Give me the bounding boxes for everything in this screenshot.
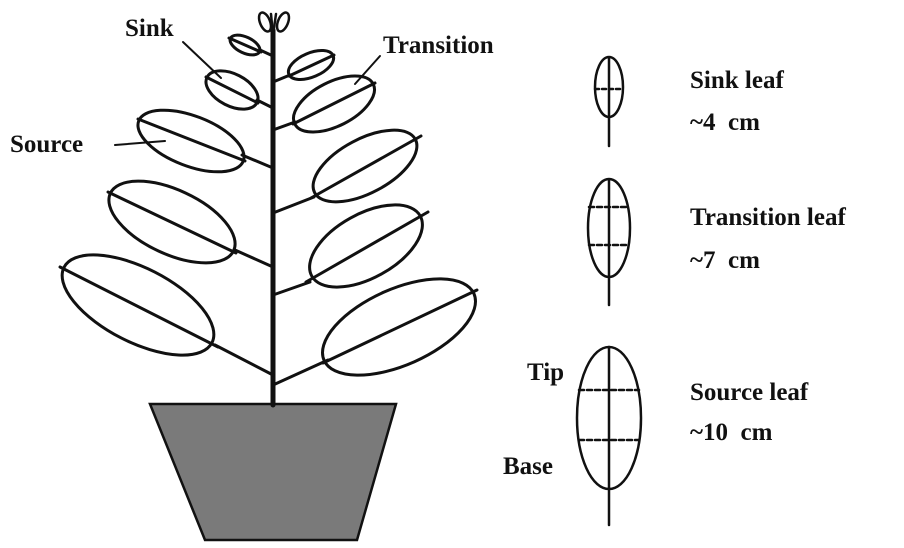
- transition-leaf-name: Transition leaf: [690, 204, 846, 231]
- sink-leaf-icon: [595, 57, 623, 146]
- apical-bud: [257, 11, 292, 35]
- source-leaf-icon: [577, 347, 641, 525]
- transition-leaf-icon: [588, 179, 630, 305]
- flower-pot: [150, 404, 396, 540]
- left-leaf-upper-middle: [130, 98, 273, 185]
- left-leaf-top: [227, 31, 273, 59]
- left-leaf-bottom: [47, 234, 273, 375]
- right-leaf-sink: [273, 45, 338, 86]
- right-leaf-upper-middle: [273, 115, 428, 216]
- right-leaf-lower-middle: [273, 188, 436, 304]
- right-leaf-bottom: [273, 259, 489, 395]
- sink-leaf-size: ~4 cm: [690, 109, 760, 136]
- left-leaf-lower-middle: [97, 164, 273, 279]
- sink-leader-line: [183, 42, 221, 78]
- transition-leaf-size: ~7 cm: [690, 247, 760, 274]
- source-label: Source: [10, 131, 83, 158]
- base-label: Base: [503, 453, 553, 480]
- source-leaf-size: ~10 cm: [690, 419, 773, 446]
- transition-label: Transition: [383, 32, 494, 59]
- source-leader-line: [115, 141, 165, 145]
- sink-leaf-name: Sink leaf: [690, 67, 784, 94]
- left-leaf-sink: [200, 63, 273, 117]
- source-leaf-name: Source leaf: [690, 379, 809, 406]
- sink-label: Sink: [125, 15, 174, 42]
- tip-label: Tip: [527, 359, 564, 386]
